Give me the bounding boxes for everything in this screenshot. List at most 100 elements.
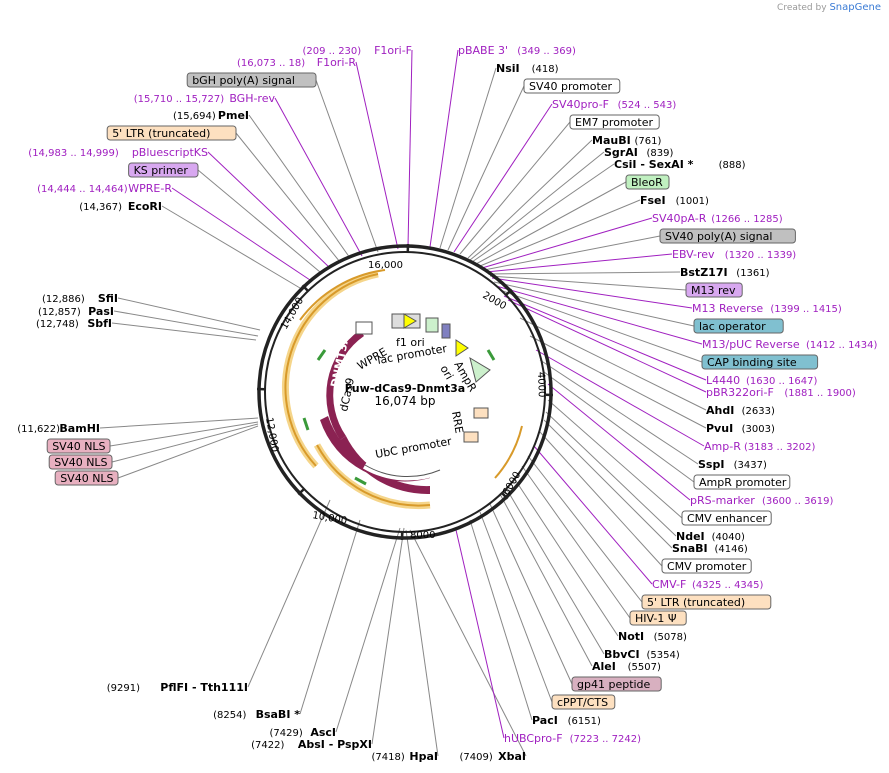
leader-line [455, 529, 505, 739]
leader-line [535, 349, 705, 447]
pbr322ori-f-position: (1881 .. 1900) [784, 388, 856, 399]
absi-pspxi-label[interactable]: AbsI - PspXI [298, 738, 372, 751]
dcas9-body[interactable] [340, 436, 430, 495]
ahdi-label[interactable]: AhdI [706, 404, 734, 417]
bamhi-label[interactable]: BamHI [59, 422, 100, 435]
m13-reverse-label[interactable]: M13 Reverse [692, 302, 763, 315]
bbvci-label[interactable]: BbvCI [604, 648, 640, 661]
asci-label[interactable]: AscI [310, 726, 336, 739]
em7-promoter-box[interactable] [569, 114, 660, 130]
alei-position: (5507) [628, 662, 661, 673]
pbabe-3-label[interactable]: pBABE 3' [458, 44, 508, 57]
m13-rev-box[interactable] [685, 282, 743, 298]
sv40pro-f-label[interactable]: SV40pro-F [552, 98, 609, 111]
sv40-poly-a-signal-box[interactable] [659, 228, 796, 244]
xbai-label[interactable]: XbaI [498, 750, 526, 763]
maubi-label[interactable]: MauBI [592, 134, 631, 147]
leader-line [171, 187, 311, 281]
fsei-label[interactable]: FseI [640, 194, 666, 207]
bstz17i-label[interactable]: BstZ17I [680, 266, 728, 279]
ampr-promoter-box[interactable] [693, 474, 791, 490]
prs-marker-label[interactable]: pRS-marker [690, 494, 755, 507]
csii-sexai-position: (888) [719, 160, 746, 171]
f1-arrow [403, 313, 417, 329]
snabi-position: (4146) [715, 544, 748, 555]
wpre-r-label[interactable]: WPRE-R [128, 182, 172, 195]
pbr322ori-f-label[interactable]: pBR322ori-F [706, 386, 774, 399]
5-ltr-truncated-box[interactable] [641, 594, 772, 610]
bleor-box[interactable] [625, 174, 670, 190]
nsii-label[interactable]: NsiI [496, 62, 520, 75]
sfii-label[interactable]: SfiI [98, 292, 118, 305]
f1ori-r-label[interactable]: F1ori-R [317, 56, 357, 69]
sv40-nls-box[interactable] [54, 470, 119, 486]
snabi-label[interactable]: SnaBI [672, 542, 708, 555]
sgrai-label[interactable]: SgrAI [604, 146, 638, 159]
cppt-cts-box[interactable] [551, 694, 616, 710]
cmv-f-label[interactable]: CMV-F [652, 578, 686, 591]
leader-line [355, 61, 399, 250]
credit-text: Created by [777, 3, 827, 13]
wpre-feature[interactable] [355, 321, 373, 335]
amp-r-label[interactable]: Amp-R [704, 440, 741, 453]
pbluescriptks-label[interactable]: pBluescriptKS [132, 146, 208, 159]
ecori-label[interactable]: EcoRI [128, 200, 162, 213]
bgh-rev-label[interactable]: BGH-rev [229, 92, 275, 105]
small-green-feature[interactable] [425, 317, 439, 333]
cmv-promoter-box[interactable] [661, 558, 752, 574]
sv40-nls-box[interactable] [48, 454, 113, 470]
lac-operator-label: lac operator [699, 320, 766, 333]
leader-line [543, 419, 673, 549]
ks-primer-box[interactable] [128, 162, 199, 178]
sv40-promoter-box[interactable] [523, 78, 621, 94]
alei-label[interactable]: AleI [592, 660, 616, 673]
leader-line [469, 151, 605, 261]
cap-binding-site-box[interactable] [701, 354, 819, 370]
leader-line [117, 425, 259, 479]
tick-label: 4000 [535, 372, 547, 398]
lac-operator-box[interactable] [693, 318, 784, 334]
l4440-label[interactable]: L4440 [706, 374, 740, 387]
gp41-peptide-box[interactable] [571, 676, 662, 692]
pasi-label[interactable]: PasI [88, 305, 114, 318]
m13-puc-reverse-label[interactable]: M13/pUC Reverse [702, 338, 800, 351]
maubi-position: (761) [635, 136, 662, 147]
pflfi-tth111i-label[interactable]: PflFI - Tth111I [160, 681, 248, 694]
bgh-poly-a-signal-box[interactable] [186, 72, 317, 88]
csii-sexai-label[interactable]: CsiI - SexAI * [614, 158, 694, 171]
ebv-rev-position: (1320 .. 1339) [725, 250, 797, 261]
ndei-position: (4040) [712, 532, 745, 543]
noti-label[interactable]: NotI [618, 630, 644, 643]
pmei-label[interactable]: PmeI [218, 109, 249, 122]
hpai-label[interactable]: HpaI [409, 750, 438, 763]
sv40-nls-box[interactable] [46, 438, 111, 454]
ori-arrow[interactable] [455, 339, 469, 357]
ndei-label[interactable]: NdeI [676, 530, 705, 543]
sbfi-label[interactable]: SbfI [87, 317, 112, 330]
hubcpro-f-label[interactable]: hUBCpro-F [504, 732, 563, 745]
green-arrow-1 [316, 349, 327, 361]
xbai-position: (7409) [460, 752, 493, 763]
leader-line [113, 310, 259, 337]
cmv-enhancer-box[interactable] [681, 510, 772, 526]
bsabi-label[interactable]: BsaBI * [256, 708, 301, 721]
orange-small-feature[interactable] [463, 431, 479, 443]
paci-label[interactable]: PacI [532, 714, 558, 727]
pvui-label[interactable]: PvuI [706, 422, 733, 435]
5-ltr-truncated-box[interactable] [106, 125, 237, 141]
small-blue-feature[interactable] [441, 323, 451, 339]
hiv-1-box[interactable] [629, 610, 687, 626]
dnmt3a-feature[interactable] [326, 330, 364, 440]
plasmid-name: Fuw-dCas9-Dnmt3a [345, 382, 465, 395]
sspi-label[interactable]: SspI [698, 458, 724, 471]
orange-arc-1-line [284, 273, 379, 467]
sv40pa-r-label[interactable]: SV40pA-R [652, 212, 707, 225]
f1ori-f-label[interactable]: F1ori-F [374, 44, 412, 57]
leader-line [521, 465, 631, 619]
bgh-poly-a-signal-label: bGH poly(A) signal [192, 74, 295, 87]
cmv-promoter-label: CMV promoter [667, 560, 747, 573]
ebv-rev-label[interactable]: EBV-rev [672, 248, 715, 261]
rre-feature[interactable] [473, 407, 489, 419]
ampr-feature[interactable] [469, 356, 491, 383]
